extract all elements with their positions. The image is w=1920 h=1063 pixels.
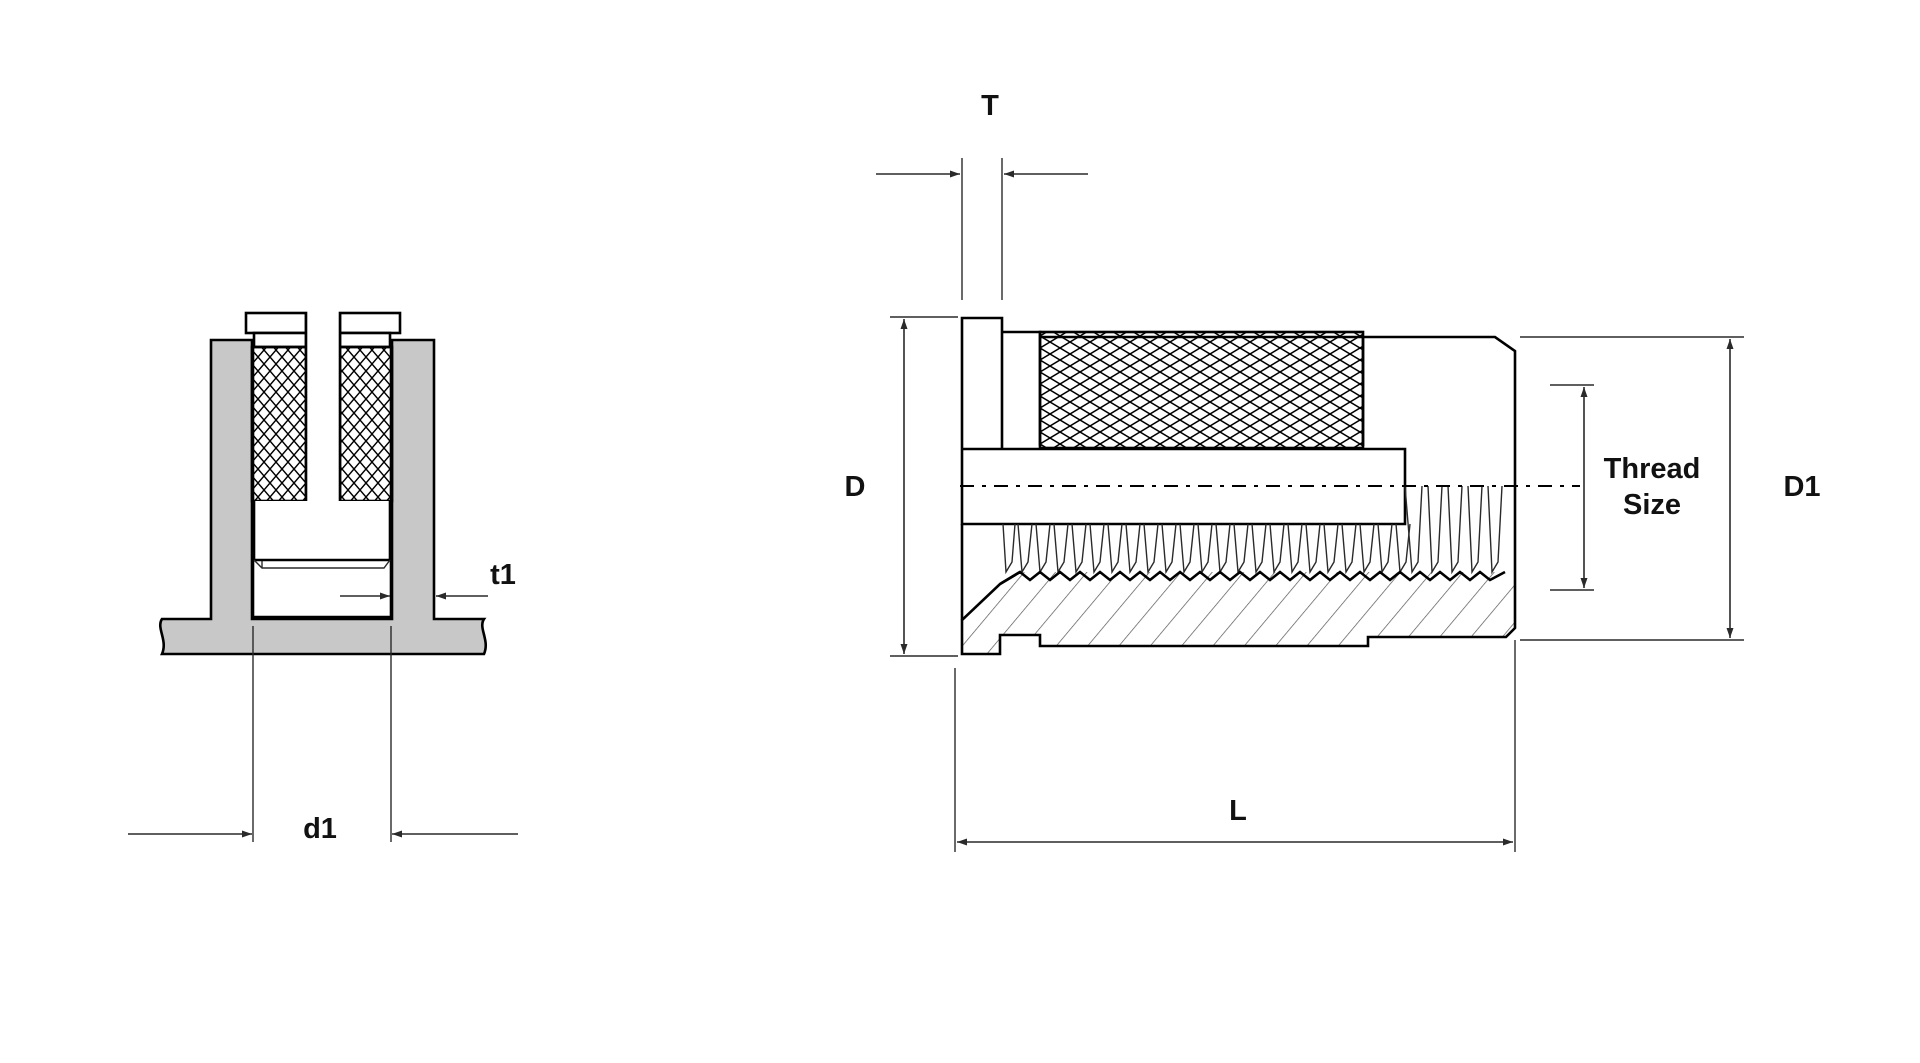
d1-dimension: d1	[128, 626, 518, 845]
knurl-band-left	[250, 345, 308, 503]
insert-head-left	[244, 311, 308, 335]
t1-label: t1	[490, 559, 516, 591]
t1-dimension: t1	[340, 559, 516, 600]
installed-section-view	[159, 311, 487, 656]
knurl-band-right	[338, 345, 394, 503]
D-dimension: D	[845, 316, 958, 657]
L-dimension: L	[954, 640, 1516, 852]
insert-head-right	[338, 311, 402, 335]
center-bore	[960, 447, 1407, 526]
hatched-section	[962, 572, 1515, 654]
D-label: D	[845, 471, 866, 503]
D1-dimension: D1	[1520, 336, 1821, 641]
thread-size-label-line1: Thread	[1604, 453, 1701, 485]
thread-size-label-line2: Size	[1623, 489, 1681, 521]
D1-label: D1	[1783, 471, 1820, 503]
T-label: T	[981, 90, 999, 122]
thread-size-dimension: Thread Size	[1550, 384, 1701, 591]
insert-side-view	[960, 316, 1580, 656]
insert-slot	[304, 313, 342, 519]
base-plate	[159, 338, 487, 656]
d1-label: d1	[303, 813, 337, 845]
L-label: L	[1229, 795, 1247, 827]
T-dimension: T	[876, 90, 1088, 300]
knurl-band	[1038, 330, 1365, 450]
thread-teeth	[1002, 523, 1411, 575]
